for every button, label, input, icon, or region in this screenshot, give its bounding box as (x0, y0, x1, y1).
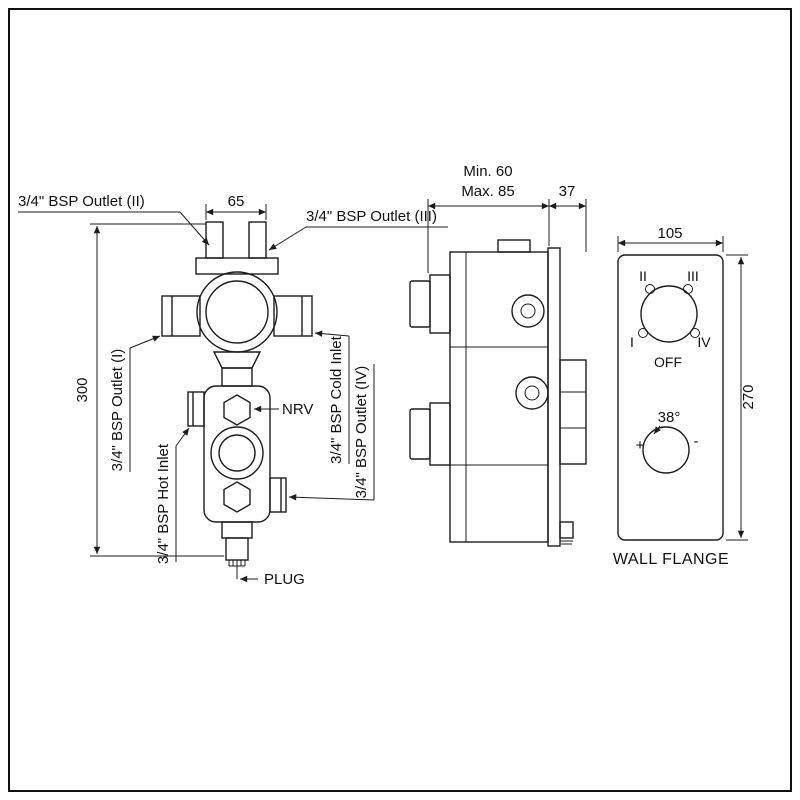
diverter-off-label: OFF (654, 354, 682, 370)
page-border (8, 8, 792, 792)
upper-handle-knob (409, 280, 431, 328)
cold-inlet-leader-arrow (314, 330, 350, 337)
outlet-ii-label: 3/4" BSP Outlet (II) (18, 193, 145, 210)
diverter-pos-iii-dot (683, 284, 693, 294)
upper-handle-base (429, 274, 451, 334)
wall-flange-caption: WALL FLANGE (613, 551, 729, 568)
side-port-lower (515, 376, 549, 410)
plug-serration (228, 560, 246, 567)
cold-inlet-label: 3/4" BSP Cold Inlet (328, 335, 345, 463)
outlet-i-label: 3/4" BSP Outlet (I) (109, 349, 126, 472)
hot-inlet-stub (187, 391, 205, 427)
top-collar (195, 257, 279, 275)
outlet-i-leader-arrow (129, 335, 161, 349)
mixer-boss-outer (210, 426, 264, 480)
in-wall-block (559, 359, 587, 465)
outlet-i-stub (161, 295, 201, 337)
side-port-upper (511, 294, 545, 328)
dim-37-value: 37 (559, 183, 576, 200)
cartridge-housing-inner (205, 280, 269, 344)
diverter-pos-iii-label: III (687, 268, 699, 284)
temperature-minus-label: - (694, 433, 699, 450)
outlet-iii-leader-arrow (268, 226, 307, 251)
side-view: Min. 60 Max. 85 37 (409, 163, 587, 547)
diverter-pos-ii-dot (645, 284, 655, 294)
front-view: 65 300 3/4" BSP Outlet (II) 3/4" BSP Out… (18, 193, 448, 588)
diverter-pos-iv-dot (690, 328, 700, 338)
hot-inlet-label: 3/4" BSP Hot Inlet (155, 443, 172, 564)
temperature-plus-label: + (636, 437, 645, 454)
diverter-pos-ii-label: II (639, 268, 647, 284)
hot-inlet-leader-arrow (175, 427, 190, 447)
dim-105-value: 105 (657, 225, 682, 242)
outlet-iv-stub (269, 477, 287, 513)
dim-max-value: Max. 85 (461, 183, 514, 200)
diverter-dial (640, 285, 698, 343)
nrv-hex-upper (223, 394, 251, 426)
temperature-label: 38° (658, 409, 681, 426)
dim-min-value: Min. 60 (463, 163, 512, 180)
in-wall-plug-serration (560, 540, 573, 545)
diverter-pos-iv-label: IV (697, 334, 711, 350)
mixer-boss-inner (218, 434, 256, 472)
side-port-upper-bore (520, 303, 536, 319)
dim-65-value: 65 (228, 193, 245, 210)
nrv-label: NRV (282, 401, 313, 418)
top-outlet-stub-side (497, 239, 531, 253)
outlet-iv-leader-arrow (288, 494, 375, 501)
outlet-iii-label: 3/4" BSP Outlet (III) (306, 208, 437, 225)
wall-flange-plate-side (547, 247, 561, 547)
outlet-ii-pipe (205, 221, 224, 259)
cartridge-housing-outer (196, 271, 278, 353)
cold-inlet-stub (273, 295, 313, 337)
diverter-pos-i-label: I (630, 334, 634, 350)
plug-label: PLUG (264, 571, 305, 588)
outlet-iii-pipe (248, 221, 267, 259)
wall-flange-view: II III I IV OFF 38° + - 105 270 WALL FLA… (613, 225, 757, 568)
mid-body (203, 385, 271, 523)
dim-300-value: 300 (74, 377, 91, 402)
lower-handle-knob (409, 408, 431, 460)
plug-body (225, 537, 249, 561)
body-neck (221, 367, 253, 387)
nrv-hex-lower (223, 481, 251, 513)
diverter-pos-i-dot (638, 328, 648, 338)
dim-270-value: 270 (740, 384, 757, 409)
lower-neck (221, 521, 253, 539)
temperature-dial (642, 426, 690, 474)
outlet-ii-leader-arrow (179, 211, 210, 246)
lower-handle-base (429, 402, 451, 466)
outlet-iv-label: 3/4" BSP Outlet (IV) (353, 366, 370, 499)
in-wall-plug-stub (559, 521, 574, 539)
body-taper (212, 351, 262, 369)
temperature-indicator-arrow (653, 425, 661, 435)
wall-flange-plate (617, 254, 724, 541)
side-port-lower-bore (524, 385, 540, 401)
